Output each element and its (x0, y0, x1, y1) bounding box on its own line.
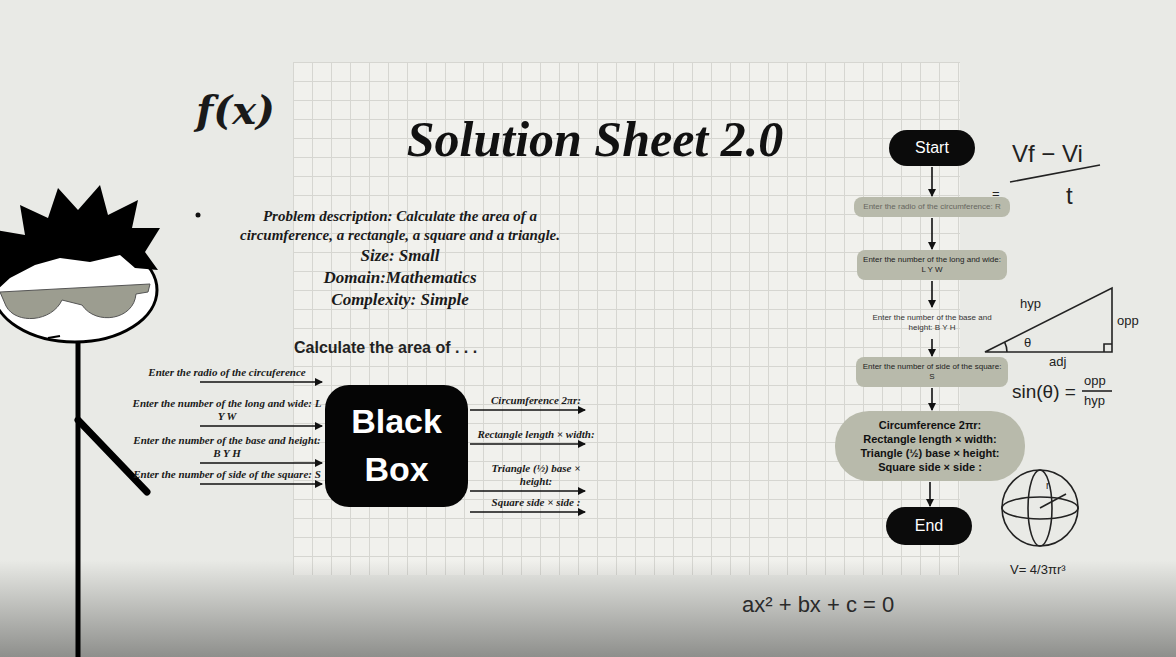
output-label: Rectangle length × width: (474, 428, 598, 441)
output-label: Circumference 2πr: (474, 394, 598, 407)
input-label: Enter the radio of the circuference (132, 366, 322, 379)
floor-shade (0, 560, 1176, 657)
output-label: Triangle (½) base × height: (474, 462, 598, 488)
sphere-label: r (1046, 480, 1049, 491)
formula-text: V= 4/3πr³ (1010, 562, 1066, 577)
problem-text: Complexity: Simple (220, 290, 580, 310)
section-heading: Calculate the area of . . . (294, 339, 477, 357)
flow-arrow (931, 281, 933, 307)
formula-text: = (992, 186, 1000, 201)
angle-label: θ (1024, 335, 1031, 350)
output-label: Square side × side : (474, 496, 598, 509)
formula-text: sin(θ) = (1012, 381, 1076, 403)
input-step: Enter the number of the base and height:… (857, 308, 1007, 338)
flow-arrow (931, 218, 933, 249)
flow-arrow (931, 339, 933, 356)
node-text: Start (915, 139, 949, 157)
end-terminal: End (886, 507, 972, 545)
node-text: Enter the radio of the circumference: R (863, 202, 1000, 212)
node-text: Enter the number of side of the square: … (862, 362, 1002, 382)
title-text: Solution Sheet 2.0 (330, 110, 860, 168)
formula-text: Vf − Vi (1012, 140, 1083, 168)
start-terminal: Start (889, 130, 975, 166)
equation-text: ax² + bx + c = 0 (742, 592, 894, 618)
flow-arrow (931, 388, 933, 410)
stick-figure (0, 185, 160, 657)
input-step: Enter the number of side of the square: … (856, 357, 1008, 387)
input-step: Enter the radio of the circumference: R (854, 197, 1010, 217)
input-label: Enter the number of the long and wide: L… (132, 397, 322, 423)
formula-text: t (1066, 182, 1073, 210)
formula-text: hyp (1084, 393, 1105, 408)
input-label: Enter the number of the base and height:… (132, 434, 322, 460)
bullet-dot (196, 213, 201, 218)
triangle-label: adj (1049, 354, 1066, 369)
input-label: Enter the number of side of the square: … (132, 468, 322, 481)
flow-arrow (929, 482, 931, 506)
node-text: Enter the number of the long and wide: L… (863, 255, 1001, 275)
problem-text: Domain:Mathematics (220, 268, 580, 288)
node-text: Triangle (½) base × height: (860, 446, 999, 460)
node-text: End (915, 517, 943, 535)
triangle-label: hyp (1020, 296, 1041, 311)
triangle-label: opp (1117, 313, 1139, 328)
flow-arrow (931, 167, 933, 196)
problem-text: Size: Small (220, 246, 580, 266)
node-text: Square side × side : (878, 460, 982, 474)
math-doodles (985, 165, 1112, 546)
function-symbol: f(x) (196, 86, 275, 133)
node-text: Black Box (335, 398, 458, 493)
black-box: Black Box (325, 385, 468, 507)
formula-text: opp (1084, 373, 1106, 388)
input-step: Enter the number of the long and wide: L… (857, 250, 1007, 280)
node-text: Rectangle length × width: (863, 432, 997, 446)
problem-text: Problem description: Calculate the area … (220, 207, 580, 245)
node-text: Circumference 2πr: (879, 418, 982, 432)
output-step: Circumference 2πr:Rectangle length × wid… (835, 411, 1025, 481)
node-text: Enter the number of the base and height:… (863, 313, 1001, 333)
